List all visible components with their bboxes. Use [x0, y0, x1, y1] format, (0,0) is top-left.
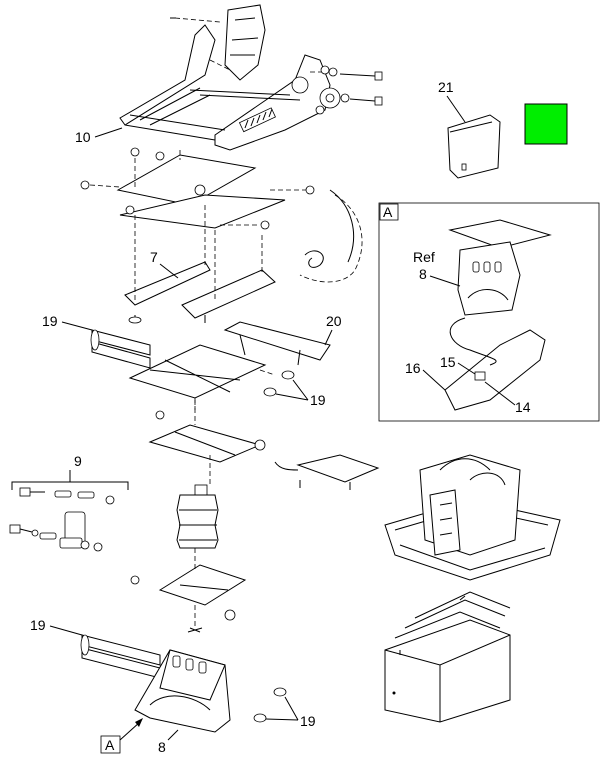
rod-part-19-bottom: [80, 634, 161, 679]
leader-19-bottom-right: [265, 696, 299, 721]
seat-frame-part: [119, 4, 341, 151]
part-21: [447, 114, 501, 179]
leader-14: [484, 381, 516, 406]
hose: [299, 189, 363, 283]
callout-8: 8: [158, 739, 166, 755]
leader-20: [324, 329, 333, 346]
leader-19-right: [275, 379, 309, 401]
callout-19-bottom-right: 19: [300, 713, 316, 729]
bracket-part-20: [223, 321, 331, 366]
leader-detail-ref: [429, 275, 461, 287]
assembled-base-view: [384, 454, 561, 581]
callout-19-bottom-left: 19: [30, 617, 46, 633]
rings-19-right: [263, 370, 295, 397]
rings-19-bottom: [253, 687, 287, 723]
frame-bolts: [170, 17, 383, 106]
callout-7: 7: [150, 249, 158, 265]
leader-10: [94, 127, 123, 138]
leader-21: [446, 95, 466, 123]
seat-cushion-view: [384, 591, 511, 723]
callout-15: 15: [440, 354, 456, 370]
scissor-upper: [128, 344, 276, 410]
detail-a-letter: A: [383, 204, 393, 220]
callout-19-top: 19: [42, 313, 58, 329]
scissor-lower: [148, 400, 266, 485]
callout-14: 14: [515, 399, 531, 415]
callout-9: 9: [74, 453, 82, 469]
wiring-harness: [274, 454, 380, 490]
leader-19-top: [61, 321, 93, 331]
leader-7: [159, 263, 179, 279]
rail-part-7: [124, 205, 276, 324]
detail-a-panel: A: [378, 202, 600, 422]
reference-a-letter: A: [105, 737, 115, 753]
detail-ref-label: Ref: [413, 249, 435, 265]
air-spring: [176, 484, 219, 549]
callout-10: 10: [75, 129, 91, 145]
reference-box-a: A: [100, 718, 143, 754]
status-square: [524, 103, 568, 145]
leader-15: [457, 362, 476, 375]
callout-16: 16: [405, 360, 421, 376]
callout-21: 21: [438, 79, 454, 95]
fastener-kit-part-9: [9, 470, 129, 552]
callout-19-right: 19: [310, 392, 326, 408]
leader-8: [167, 729, 179, 741]
detail-ref-number: 8: [419, 266, 427, 282]
leader-16: [422, 369, 446, 391]
base-part-8: [134, 649, 231, 733]
leader-19-bottom-left: [49, 625, 83, 636]
callout-20: 20: [326, 313, 342, 329]
upper-plates: [80, 147, 315, 230]
base-link: [130, 548, 247, 633]
rod-part-19-top: [90, 329, 151, 369]
